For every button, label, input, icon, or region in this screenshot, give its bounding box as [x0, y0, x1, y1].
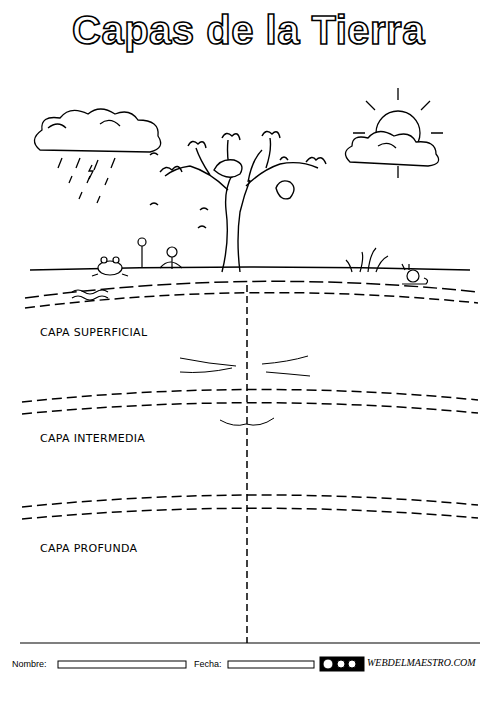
tree-part — [222, 175, 250, 272]
footer-fields-part — [348, 660, 356, 668]
frog-flowers-grass-snail-part — [138, 238, 146, 246]
footer-fields-part — [320, 657, 364, 671]
footer-fields-part — [228, 661, 314, 668]
layer-boundaries-part — [22, 495, 478, 507]
frog-flowers-grass-snail — [72, 238, 428, 300]
frog-flowers-grass-snail-part — [72, 290, 108, 300]
sun-and-cloud-part — [378, 143, 396, 148]
earth-layer-band: CAPA SUPERFICIAL — [40, 326, 240, 386]
website-watermark: WEBDELMAESTRO.COM — [367, 657, 476, 668]
earth-layer-band: CAPA INTERMEDIA — [40, 432, 240, 492]
frog-flowers-grass-snail-part — [113, 257, 119, 263]
tree-part — [214, 160, 242, 177]
tree — [30, 131, 470, 272]
frog-flowers-grass-snail-part — [101, 257, 107, 263]
layer-boundaries — [20, 281, 480, 643]
layer-boundaries-part — [25, 281, 478, 298]
frog-flowers-grass-snail-part — [402, 264, 428, 284]
frog-flowers-grass-snail-part — [98, 261, 122, 275]
footer-fields-part — [323, 659, 333, 669]
layer-boundaries-part — [22, 389, 478, 402]
rain-cloud-part — [58, 158, 115, 203]
frog-flowers-grass-snail-part — [346, 248, 388, 272]
tree-part — [160, 131, 326, 172]
frog-flowers-grass-snail-part — [407, 270, 419, 282]
frog-flowers-grass-snail-part — [92, 274, 128, 276]
layer-name: CAPA SUPERFICIAL — [40, 326, 240, 339]
frog-flowers-grass-snail-part — [142, 246, 182, 269]
sun-and-cloud-part — [345, 131, 438, 166]
footer-fields — [58, 657, 364, 671]
rain-cloud — [34, 109, 160, 203]
layer-boundaries-part — [180, 356, 310, 425]
layer-boundaries-part — [246, 285, 248, 643]
field-label: Nombre: — [12, 659, 47, 669]
layer-boundaries-part — [25, 293, 478, 308]
rain-cloud-part — [89, 165, 93, 179]
field-label: Fecha: — [194, 659, 222, 669]
worksheet-title: Capas de la Tierra — [0, 8, 497, 53]
sun-and-cloud — [345, 88, 443, 178]
rain-cloud-part — [34, 109, 160, 152]
layer-boundaries-part — [20, 642, 480, 643]
earth-layer-band: CAPA PROFUNDA — [40, 542, 240, 632]
footer-fields-part — [58, 661, 186, 668]
layer-boundaries-part — [22, 403, 478, 414]
layer-name: CAPA PROFUNDA — [40, 542, 240, 555]
tree-part — [276, 181, 294, 199]
frog-flowers-grass-snail-part — [167, 247, 177, 257]
layer-name: CAPA INTERMEDIA — [40, 432, 240, 445]
layer-boundaries-part — [22, 508, 478, 519]
rain-cloud-part — [48, 120, 120, 128]
tree-part — [150, 153, 208, 228]
footer-fields-part — [337, 660, 345, 668]
